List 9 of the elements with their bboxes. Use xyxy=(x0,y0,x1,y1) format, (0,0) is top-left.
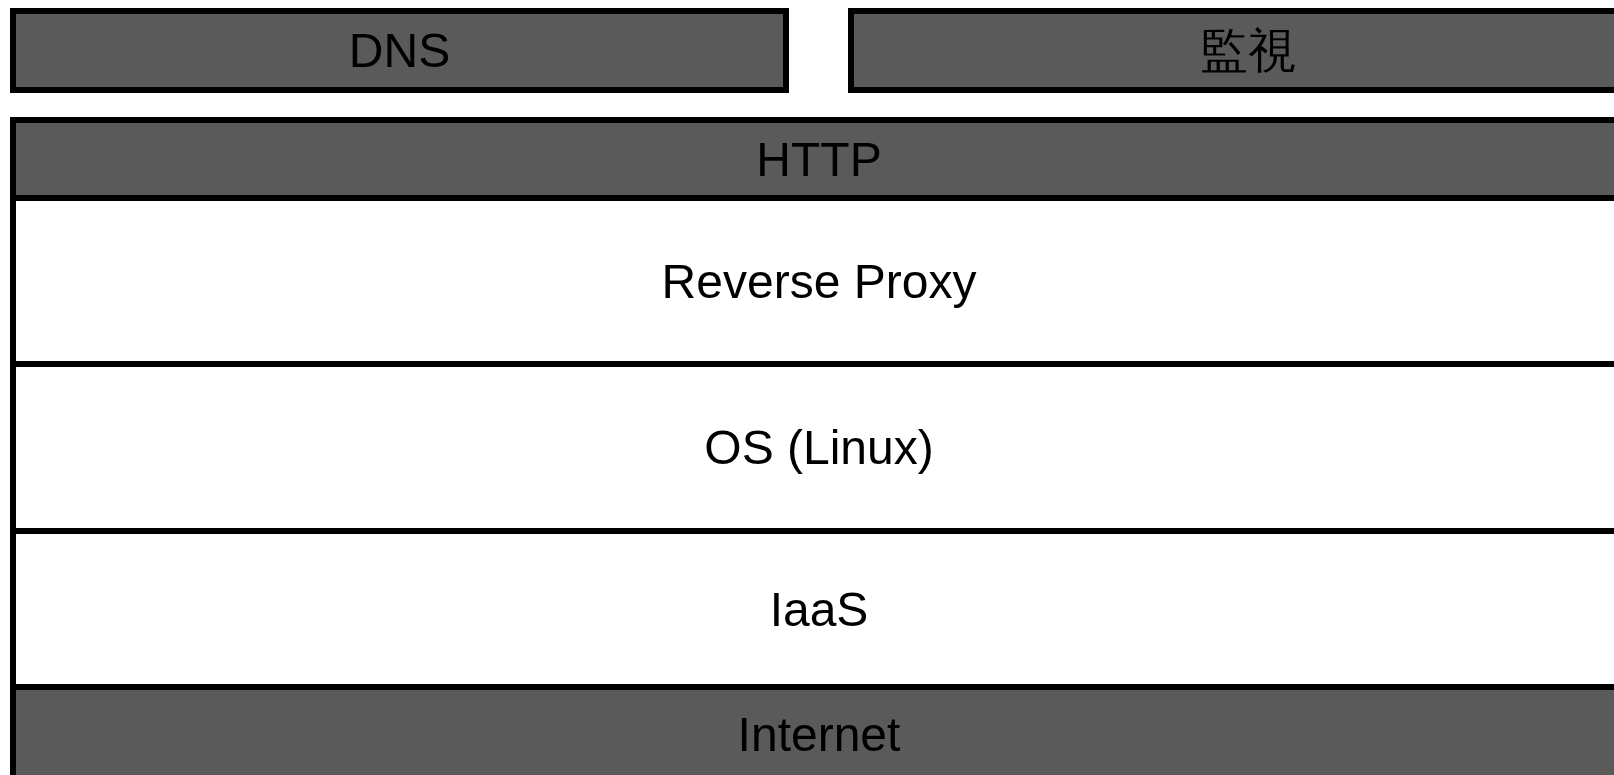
layer-label: 監視 xyxy=(1200,22,1296,79)
layer-label: HTTP xyxy=(756,131,882,187)
layer-label: Internet xyxy=(737,706,901,762)
layer-label: IaaS xyxy=(769,581,869,637)
layer-label: OS (Linux) xyxy=(704,420,934,475)
layer-band xyxy=(848,8,1614,93)
layer-band xyxy=(10,8,789,93)
layer-label: Reverse Proxy xyxy=(661,253,977,309)
layer-label: DNS xyxy=(348,23,451,78)
